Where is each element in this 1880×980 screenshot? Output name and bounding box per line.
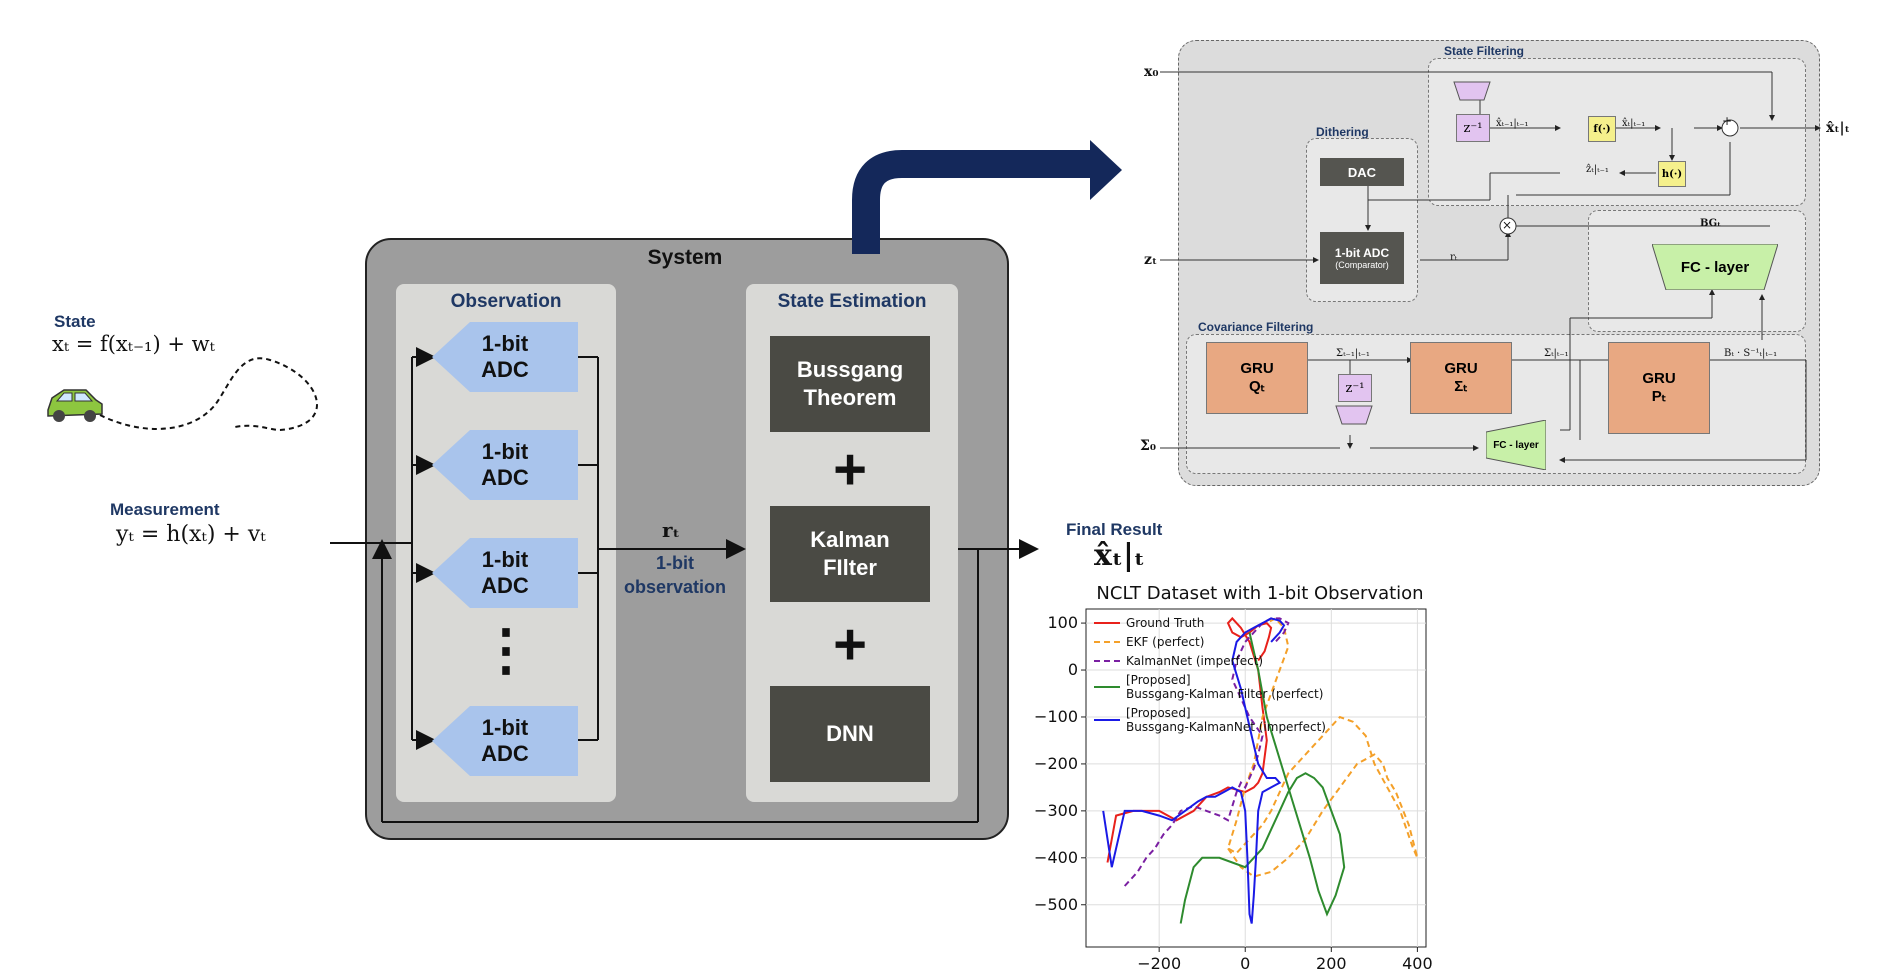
adc-label-line2: ADC xyxy=(481,357,529,382)
legend-label: Bussgang-KalmanNet (imperfect) xyxy=(1126,720,1326,734)
measurement-label: Measurement xyxy=(110,500,220,519)
vertical-ellipsis: ⋮ xyxy=(478,618,534,681)
legend-label: EKF (perfect) xyxy=(1126,635,1204,649)
one-bit-adc-box: 1-bit ADC (Comparator) xyxy=(1320,232,1404,284)
covariance-filtering-title: Covariance Filtering xyxy=(1198,320,1314,334)
rt-small-label: rₜ xyxy=(1450,252,1458,263)
adc-label-line1: 1-bit xyxy=(481,547,529,572)
adc-label-line2: ADC xyxy=(481,741,529,766)
y-tick-label: 100 xyxy=(1047,613,1078,632)
x-pred-label: x̂ₜ|ₜ₋₁ xyxy=(1622,118,1646,129)
final-result-label: Final Result xyxy=(1066,520,1163,539)
bussgang-theorem-box: Bussgang Theorem xyxy=(770,336,930,432)
fc-layer-small: FC - layer xyxy=(1493,439,1539,451)
z-pred-label: ẑₜ|ₜ₋₁ xyxy=(1586,164,1609,175)
dithering-title: Dithering xyxy=(1316,125,1369,139)
trajectory-chart: −200 0 200 400 100 0 −100 −200 −300 −400 −500 Groun… xyxy=(1034,608,1433,973)
bg-label: BGₜ xyxy=(1700,218,1721,229)
series-line xyxy=(1179,632,1346,924)
state-equation: xₜ = f(xₜ₋₁) + wₜ xyxy=(52,332,215,356)
state-estimation-title: State Estimation xyxy=(777,291,927,312)
adc-shape xyxy=(432,322,578,392)
x-prev-label: x̂ₜ₋₁|ₜ₋₁ xyxy=(1496,118,1529,129)
x0-label: x₀ xyxy=(1144,64,1159,80)
kalman-filter-box: Kalman FIlter xyxy=(770,506,930,602)
rt-caption-line1: 1-bit xyxy=(656,553,694,573)
x-tick-label: 0 xyxy=(1240,954,1250,973)
plus-sign-2: + xyxy=(833,612,867,677)
output-label: x̂ₜ|ₜ xyxy=(1826,120,1850,136)
bs-label: Bₜ · S⁻¹ₜ|ₜ₋₁ xyxy=(1724,348,1778,359)
chart-title: NCLT Dataset with 1-bit Observation xyxy=(1096,583,1424,604)
y-tick-label: −200 xyxy=(1034,754,1078,773)
fc-layer-small-shape xyxy=(1486,420,1546,470)
dnn-box: DNN xyxy=(770,686,930,782)
sigma-prev-label: Σₜ₋₁|ₜ₋₁ xyxy=(1336,348,1370,359)
gru-p-box: GRU Pₜ xyxy=(1608,342,1710,434)
z-inverse-box-bottom: z⁻¹ xyxy=(1338,374,1372,402)
adc-shape xyxy=(432,430,578,500)
y-tick-label: −300 xyxy=(1034,801,1078,820)
system-title: System xyxy=(647,246,723,269)
f-function-box: f(·) xyxy=(1588,116,1616,142)
adc-block-1: 1-bit ADC xyxy=(432,322,578,392)
fc-layer-big: FC - layer xyxy=(1680,258,1750,276)
sum-symbol: + xyxy=(1722,114,1733,128)
y-tick-label: −100 xyxy=(1034,707,1078,726)
h-function-box: h(·) xyxy=(1658,161,1686,187)
y-tick-label: −400 xyxy=(1034,848,1078,867)
state-label: State xyxy=(54,312,96,331)
observation-title: Observation xyxy=(450,291,562,312)
series-line xyxy=(1102,617,1286,924)
final-result-symbol: x̂ₜ|ₜ xyxy=(1094,538,1146,573)
zt-label: zₜ xyxy=(1144,252,1158,268)
one-bit-adc-title: 1-bit ADC xyxy=(1334,246,1390,260)
adc-block-4: 1-bit ADC xyxy=(432,706,578,776)
adc-shape xyxy=(432,538,578,608)
sigma0-label: Σ₀ xyxy=(1140,438,1157,454)
adc-shape xyxy=(432,706,578,776)
dac-box: DAC xyxy=(1320,158,1404,186)
adc-label-line2: ADC xyxy=(481,465,529,490)
x-tick-label: 400 xyxy=(1402,954,1433,973)
state-filtering-title: State Filtering xyxy=(1444,44,1525,58)
adc-block-2: 1-bit ADC xyxy=(432,430,578,500)
rt-symbol: rₜ xyxy=(662,518,680,542)
y-tick-label: −500 xyxy=(1034,895,1078,914)
car-icon xyxy=(47,389,103,422)
x-tick-label: 200 xyxy=(1316,954,1347,973)
legend-label: Ground Truth xyxy=(1126,616,1204,630)
adc-label-line1: 1-bit xyxy=(481,331,529,356)
legend-label: [Proposed] xyxy=(1126,673,1191,687)
state-filtering-region xyxy=(1428,58,1806,206)
rt-caption-line2: observation xyxy=(623,577,727,597)
plus-sign-1: + xyxy=(833,437,867,502)
sigma-pred-label: Σₜ|ₜ₋₁ xyxy=(1544,348,1569,359)
times-symbol: × xyxy=(1502,218,1513,232)
adc-label-line1: 1-bit xyxy=(481,439,529,464)
adc-label-line2: ADC xyxy=(481,573,529,598)
adc-block-3: 1-bit ADC xyxy=(432,538,578,608)
gru-sigma-box: GRU Σₜ xyxy=(1410,342,1512,414)
y-tick-label: 0 xyxy=(1068,660,1078,679)
one-bit-adc-subtitle: (Comparator) xyxy=(1335,260,1389,270)
gru-q-box: GRU Qₜ xyxy=(1206,342,1308,414)
measurement-equation: yₜ = h(xₜ) + vₜ xyxy=(116,522,266,547)
legend-label: Bussgang-Kalman Filter (perfect) xyxy=(1126,687,1323,701)
legend-label: [Proposed] xyxy=(1126,706,1191,720)
car-trajectory xyxy=(99,357,318,432)
legend-label: KalmanNet (imperfect) xyxy=(1126,654,1263,668)
adc-label-line1: 1-bit xyxy=(481,715,529,740)
fc-layer-big-shape xyxy=(1652,244,1778,290)
x-tick-label: −200 xyxy=(1137,954,1181,973)
z-inverse-box-top: z⁻¹ xyxy=(1456,114,1490,142)
